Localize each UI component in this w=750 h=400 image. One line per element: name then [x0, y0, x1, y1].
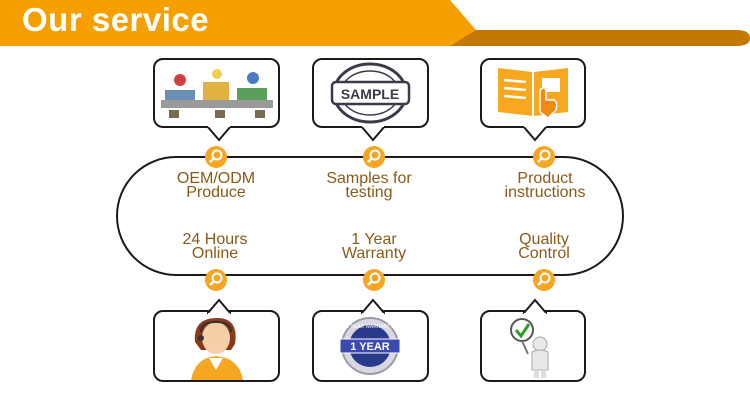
service-oval-frame: [116, 156, 624, 276]
service-card-warranty: 1 YEAR 1 YEAR WARRANTY: [312, 298, 429, 382]
sample-stamp-icon: SAMPLE: [330, 62, 411, 124]
service-label-line1: 1 Year: [351, 231, 397, 248]
service-card-instructions: [480, 58, 586, 142]
service-label-quality: Quality Control: [464, 231, 624, 262]
service-label-samples: Samples for testing: [289, 170, 449, 201]
service-label-line1: OEM/ODM: [176, 170, 256, 187]
service-label-line1: 24 Hours: [182, 231, 248, 248]
service-label-line1: Samples for: [326, 170, 412, 187]
service-label-instructions: Product instructions: [465, 170, 625, 201]
service-label-line1: Product: [517, 170, 573, 187]
service-label-line2: Warranty: [341, 245, 407, 262]
service-label-line2: instructions: [504, 184, 586, 201]
service-label-line1: Quality: [519, 231, 569, 248]
service-label-line2: testing: [345, 184, 393, 201]
service-label-warranty: 1 Year Warranty: [294, 231, 454, 262]
quality-check-figure-icon: [510, 318, 549, 378]
magnifier-pin-icon: [205, 146, 227, 168]
svg-text:SAMPLE: SAMPLE: [341, 86, 399, 102]
factory-assembly-icon: [161, 69, 273, 118]
warranty-badge-icon: 1 YEAR 1 YEAR WARRANTY: [339, 317, 401, 375]
service-card-quality: [480, 298, 586, 382]
page-title: Our service: [22, 1, 210, 38]
instruction-book-icon: [498, 68, 568, 119]
service-label-line2: Control: [518, 245, 570, 262]
svg-text:1 YEAR: 1 YEAR: [350, 341, 390, 353]
magnifier-pin-icon: [363, 146, 385, 168]
magnifier-pin-icon: [363, 269, 385, 291]
magnifier-pin-icon: [205, 269, 227, 291]
service-label-oem: OEM/ODM Produce: [136, 170, 296, 201]
service-card-oem: [153, 58, 280, 142]
svg-text:1 YEAR WARRANTY: 1 YEAR WARRANTY: [346, 324, 394, 330]
service-label-line2: Online: [191, 245, 239, 262]
customer-service-operator-icon: [191, 318, 243, 380]
service-label-online: 24 Hours Online: [135, 231, 295, 262]
magnifier-pin-icon: [533, 269, 555, 291]
magnifier-pin-icon: [533, 146, 555, 168]
service-label-line2: Produce: [186, 184, 246, 201]
service-card-online: [153, 298, 280, 382]
service-card-samples: SAMPLE: [312, 58, 429, 142]
header-banner: [0, 0, 750, 46]
